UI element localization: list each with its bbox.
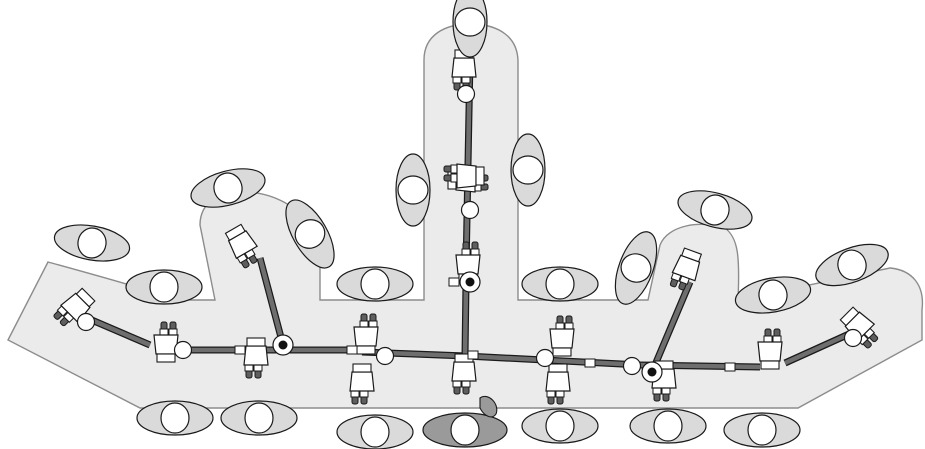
- observer-seat: [336, 266, 414, 302]
- observer-seat: [395, 153, 431, 227]
- arm-clamp: [346, 345, 358, 355]
- observer-head: [758, 279, 788, 311]
- observer-seat: [452, 0, 488, 58]
- main-observer-seat: [422, 412, 508, 448]
- observer-seat: [136, 400, 214, 436]
- observer-seat: [336, 414, 414, 449]
- arm-segment-fill: [462, 281, 469, 357]
- observer-head: [653, 410, 683, 442]
- observer-seat: [815, 243, 889, 287]
- observer-seat: [723, 412, 801, 448]
- pivot-dot: [647, 367, 657, 377]
- observer-seat: [510, 133, 546, 207]
- arm-segment-fill: [257, 257, 286, 346]
- observer-head: [620, 253, 652, 283]
- joint-ring: [375, 346, 395, 366]
- joint-ring: [622, 356, 642, 376]
- observer-head: [397, 175, 429, 205]
- pivot-dot: [278, 340, 288, 350]
- observer-seat: [521, 408, 599, 444]
- observer-seat: [614, 231, 658, 305]
- arm-clamp: [467, 350, 479, 360]
- joint-ring: [460, 200, 480, 220]
- observer-seat: [734, 276, 812, 314]
- arm-segment-fill: [649, 281, 693, 373]
- observer-seat: [220, 400, 298, 436]
- joint-ring: [535, 348, 555, 368]
- observer-seat: [629, 408, 707, 444]
- observer-head: [512, 155, 544, 185]
- observer-head: [360, 416, 390, 448]
- joint-ring: [173, 340, 193, 360]
- observer-head: [160, 402, 190, 434]
- observer-head: [747, 414, 777, 446]
- observer-head: [149, 271, 179, 303]
- observer-head: [454, 7, 486, 37]
- observer-head: [294, 219, 326, 249]
- joint-ring: [843, 328, 863, 348]
- arm-joints: [76, 84, 863, 383]
- observer-head: [213, 172, 243, 204]
- observer-seat: [677, 190, 753, 230]
- arm-clamp: [584, 358, 596, 368]
- observer-head: [244, 402, 274, 434]
- arm-clamp: [234, 345, 246, 355]
- observer-head: [837, 249, 867, 281]
- arm-clamp: [448, 277, 460, 287]
- observer-seat: [285, 199, 335, 269]
- joint-ring: [76, 312, 96, 332]
- observer-head: [545, 410, 575, 442]
- observer-seat: [190, 168, 266, 208]
- arm-clamp: [724, 362, 736, 372]
- main-observer-hand: [479, 396, 498, 418]
- observer-seat: [521, 266, 599, 302]
- observer-head: [700, 194, 730, 226]
- observer-head: [450, 414, 480, 446]
- observer-seat: [125, 269, 203, 305]
- observer-seat: [53, 224, 131, 262]
- pivot-dot: [465, 277, 475, 287]
- observer-head: [545, 268, 575, 300]
- observer-positions: [53, 0, 889, 449]
- joint-ring: [456, 84, 476, 104]
- observer-head: [360, 268, 390, 300]
- observer-head: [77, 227, 107, 259]
